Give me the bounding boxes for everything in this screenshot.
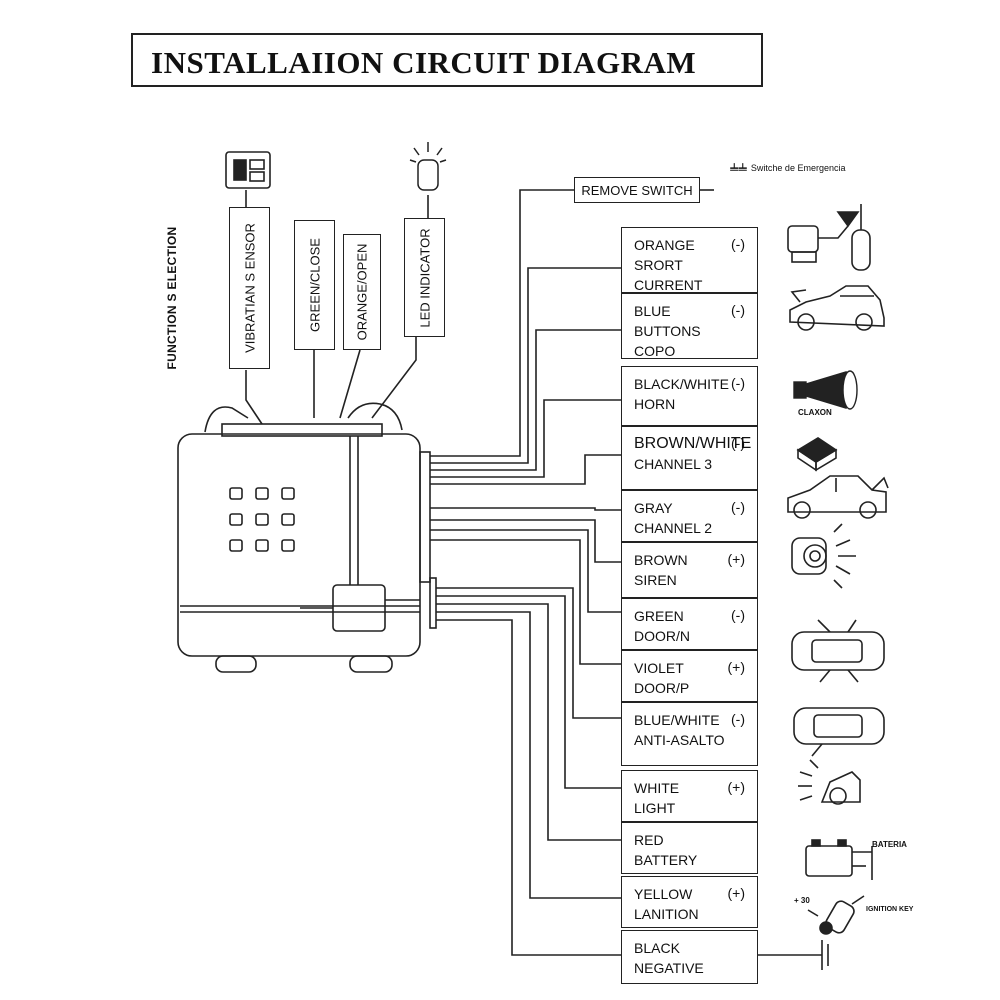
- wire-function: ANTI-ASALTO: [634, 732, 725, 748]
- wire-function: BUTTONS: [634, 323, 701, 339]
- control-unit-body: [177, 433, 421, 657]
- car-door-open-icon: [793, 707, 885, 757]
- wire-function: BATTERY: [634, 852, 698, 868]
- relay-coil-icon: [787, 204, 871, 271]
- green-close-label: GREEN/CLOSE: [307, 238, 322, 332]
- wire-function: LIGHT: [634, 800, 676, 816]
- wire-color: ORANGE: [634, 237, 695, 253]
- button-grid: [229, 487, 295, 552]
- wire-vibration: [245, 370, 263, 425]
- wire-led: [371, 337, 417, 419]
- title-box: INSTALLAIION CIRCUIT DIAGRAM: [131, 33, 763, 87]
- orange-open-label: ORANGE/OPEN: [354, 243, 370, 341]
- wire-box-black: BLACK NEGATIVE: [621, 930, 758, 984]
- function-selection-label: FUNCTION S ELECTION: [165, 226, 179, 370]
- car-open-trunk-icon: [787, 475, 889, 519]
- remove-switch-box: REMOVE SWITCH: [574, 177, 700, 203]
- vibration-sensor-label: VIBRATIAN S ENSOR: [242, 223, 257, 353]
- wire-orange-open: [339, 349, 361, 419]
- wire-box-brown-white: BROWN/WHITE CHANNEL 3 (-): [621, 426, 758, 490]
- polarity: (-): [731, 711, 745, 727]
- wire-color: GREEN: [634, 608, 684, 624]
- battery-label: BATERIA: [872, 840, 907, 849]
- wire-box-gray: GRAY CHANNEL 2 (-): [621, 490, 758, 542]
- center-connector: [332, 584, 386, 632]
- led-bulb-icon: [409, 142, 447, 191]
- polarity: (-): [731, 375, 745, 391]
- wire-color: WHITE: [634, 780, 680, 796]
- wire-color: BLACK/WHITE: [634, 376, 729, 392]
- car-open-hood-icon: [789, 285, 885, 331]
- right-mount-ear: [349, 655, 393, 673]
- wire-color: BLUE: [634, 303, 671, 319]
- wire-box-violet: VIOLET DOOR/P (+): [621, 650, 758, 702]
- green-close-label-box: GREEN/CLOSE: [294, 220, 335, 350]
- emergency-switch: ⫨⫨Switche de Emergencia: [730, 158, 845, 175]
- polarity: (+): [727, 779, 746, 795]
- top-connector: [221, 423, 383, 437]
- polarity: (+): [727, 659, 746, 675]
- wire-function: CHANNEL 3: [634, 456, 713, 472]
- wire-color: VIOLET: [634, 660, 684, 676]
- wire-color: BROWN/WHITE: [634, 435, 752, 452]
- diagram-title: INSTALLAIION CIRCUIT DIAGRAM: [151, 45, 697, 80]
- horn-icon: [793, 370, 858, 410]
- vibration-sensor-label-box: VIBRATIAN S ENSOR: [229, 207, 270, 369]
- wire-function: DOOR/P: [634, 680, 690, 696]
- wire-box-blue-white: BLUE/WHITE ANTI-ASALTO (-): [621, 702, 758, 766]
- headlight-icon: [798, 759, 861, 805]
- switch-icon: ⫨⫨: [730, 158, 747, 175]
- plus30-label: + 30: [794, 896, 810, 905]
- wire-function-2: CURRENT: [634, 277, 703, 293]
- wire-box-red: RED BATTERY: [621, 822, 758, 874]
- orange-open-label-box: ORANGE/OPEN: [343, 234, 381, 350]
- wire-color: BLUE/WHITE: [634, 712, 720, 728]
- wire-box-yellow: YELLOW LANITION (+): [621, 876, 758, 928]
- wire-function: HORN: [634, 396, 676, 412]
- polarity: (+): [727, 551, 746, 567]
- car-doors-open-icon: [791, 619, 885, 683]
- vibration-sensor-icon: [225, 151, 271, 189]
- left-mount-ear: [215, 655, 257, 673]
- battery-icon: [805, 839, 873, 880]
- wire-box-orange: ORANGE SRORT CURRENT (-): [621, 227, 758, 293]
- wire-box-black-white: BLACK/WHITE HORN (-): [621, 366, 758, 426]
- wire-box-white: WHITE LIGHT (+): [621, 770, 758, 822]
- wire-color: BROWN: [634, 552, 688, 568]
- claxon-label: CLAXON: [798, 408, 832, 417]
- wire-box-blue: BLUE BUTTONS COPO (-): [621, 293, 758, 359]
- wire-function: SRORT: [634, 257, 683, 273]
- led-indicator-label-box: LED INDICATOR: [404, 218, 445, 337]
- polarity: (-): [731, 499, 745, 515]
- polarity: (-): [731, 607, 745, 623]
- wire-box-green: GREEN DOOR/N (-): [621, 598, 758, 650]
- wire-function: LANITION: [634, 906, 699, 922]
- wire-color: GRAY: [634, 500, 673, 516]
- wire-color: RED: [634, 832, 664, 848]
- remote-module-icon: [796, 437, 838, 472]
- ignition-key-icon: [807, 895, 865, 935]
- led-indicator-label: LED INDICATOR: [417, 227, 432, 328]
- ignition-label: IGNITION KEY: [866, 906, 914, 913]
- siren-icon: [791, 523, 856, 589]
- remove-switch-label: REMOVE SWITCH: [581, 182, 693, 198]
- side-connector: [419, 451, 431, 583]
- wire-function: NEGATIVE: [634, 960, 704, 976]
- wire-box-brown: BROWN SIREN (+): [621, 542, 758, 598]
- wire-color: YELLOW: [634, 886, 693, 902]
- wire-function: SIREN: [634, 572, 677, 588]
- emergency-switch-label: Switche de Emergencia: [750, 163, 846, 173]
- wire-function: CHANNEL 2: [634, 520, 713, 536]
- wire-color: BLACK: [634, 940, 680, 956]
- polarity: (-): [731, 236, 745, 252]
- polarity: (-): [731, 302, 745, 318]
- polarity: (-): [731, 435, 745, 451]
- wire-function: DOOR/N: [634, 628, 690, 644]
- polarity: (+): [727, 885, 746, 901]
- wire-function-2: COPO: [634, 343, 676, 359]
